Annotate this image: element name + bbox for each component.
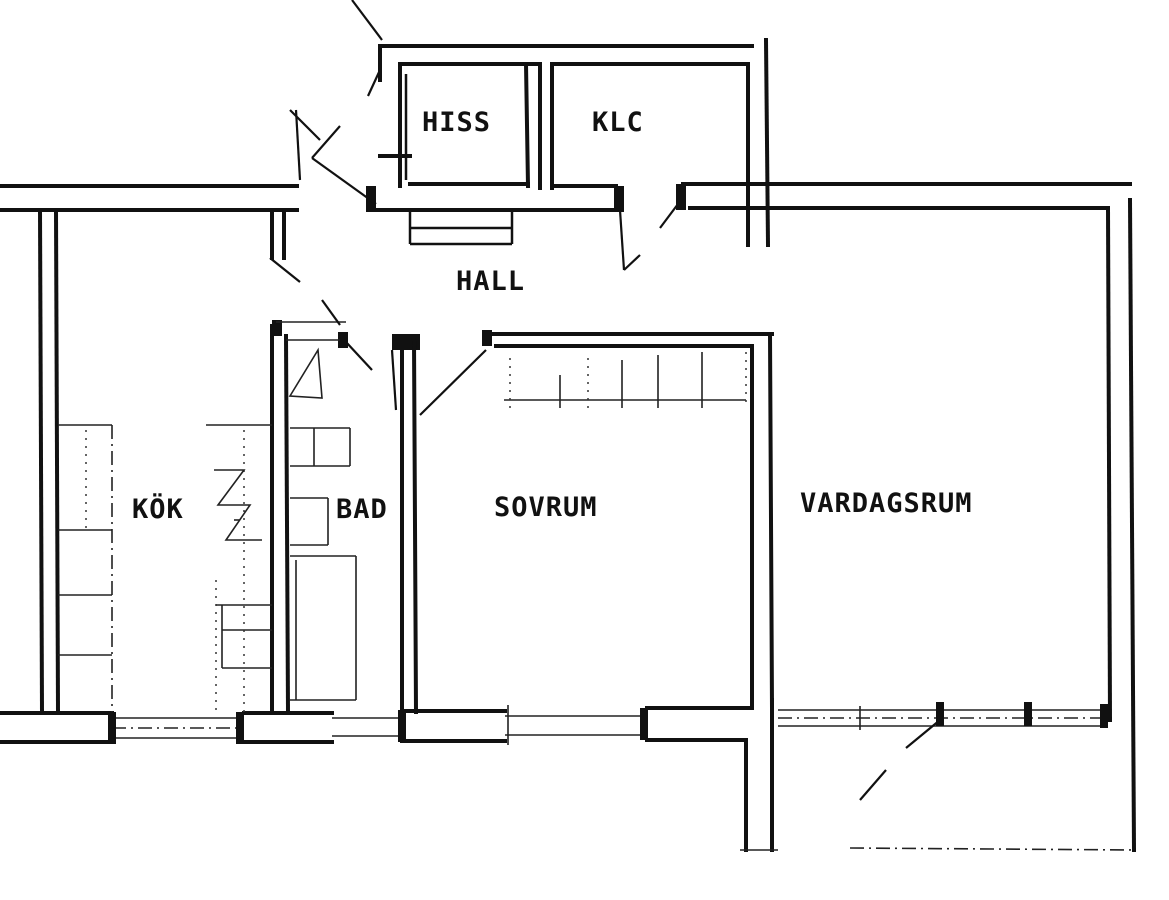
- room-label-elevator: HISS: [422, 107, 491, 138]
- elevator-core: [374, 37, 771, 248]
- room-label-living-room: VARDAGSRUM: [800, 488, 973, 519]
- kitchen-cabinets: [58, 424, 272, 712]
- room-label-bedroom: SOVRUM: [494, 492, 598, 523]
- wardrobe: [504, 352, 747, 408]
- room-label-bath: BAD: [336, 494, 388, 525]
- bath-fixtures: [288, 347, 357, 701]
- room-label-cleaning: KLC: [592, 107, 644, 138]
- interior-walls: [270, 208, 775, 715]
- doors: [269, 0, 941, 801]
- outer-walls: [0, 182, 1137, 853]
- room-label-hall: HALL: [456, 266, 525, 297]
- room-label-kitchen: KÖK: [132, 492, 184, 525]
- wall-posts: [108, 184, 1108, 744]
